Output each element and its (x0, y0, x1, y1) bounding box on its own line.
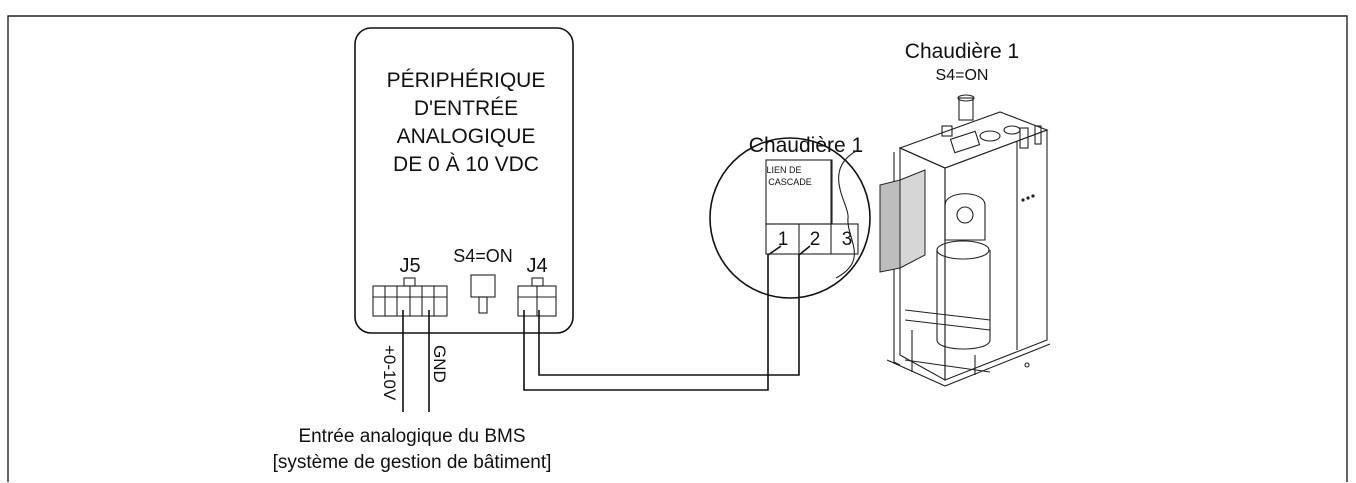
wire-gnd-label: GND (430, 345, 449, 383)
device-title-line-1: PÉRIPHÉRIQUE (387, 69, 546, 92)
terminal-3: 3 (842, 229, 853, 250)
bms-label-line-2: [système de gestion de bâtiment] (273, 452, 552, 473)
cascade-link-wires (523, 245, 811, 391)
boiler-subtitle: S4=ON (936, 67, 989, 84)
device-title-line-2: D'ENTRÉE (414, 97, 518, 120)
terminal-detail-callout: Chaudière 1 LIEN DE CASCADE 1 2 3 (709, 134, 871, 299)
analog-input-device: PÉRIPHÉRIQUE D'ENTRÉE ANALOGIQUE DE 0 À … (354, 27, 574, 334)
bms-wires: +0-10V GND (380, 310, 449, 412)
cascade-terminal-block: LIEN DE CASCADE 1 2 3 (765, 159, 859, 255)
device-title-line-4: DE 0 À 10 VDC (393, 153, 539, 176)
boiler-illustration (879, 94, 1051, 387)
wire-plus-label: +0-10V (380, 345, 399, 401)
boiler-title: Chaudière 1 (905, 40, 1019, 63)
device-enclosure (354, 27, 574, 334)
j4-label: J4 (526, 255, 547, 277)
s4-switch-label: S4=ON (453, 246, 513, 266)
diagram-frame (7, 15, 1348, 482)
cascade-label-line-1: LIEN DE (766, 165, 801, 175)
bms-label-line-1: Entrée analogique du BMS (298, 426, 525, 447)
device-title-line-3: ANALOGIQUE (397, 125, 536, 148)
j4-connector (517, 277, 557, 317)
s4-dip-switch (470, 274, 496, 314)
j5-label: J5 (399, 255, 420, 277)
terminal-2: 2 (810, 229, 821, 250)
terminal-1: 1 (778, 229, 789, 250)
detail-circle (709, 137, 871, 299)
break-line (835, 149, 859, 279)
detail-title: Chaudière 1 (749, 134, 863, 157)
cascade-label-line-2: CASCADE (768, 177, 812, 187)
j5-connector (372, 277, 448, 317)
